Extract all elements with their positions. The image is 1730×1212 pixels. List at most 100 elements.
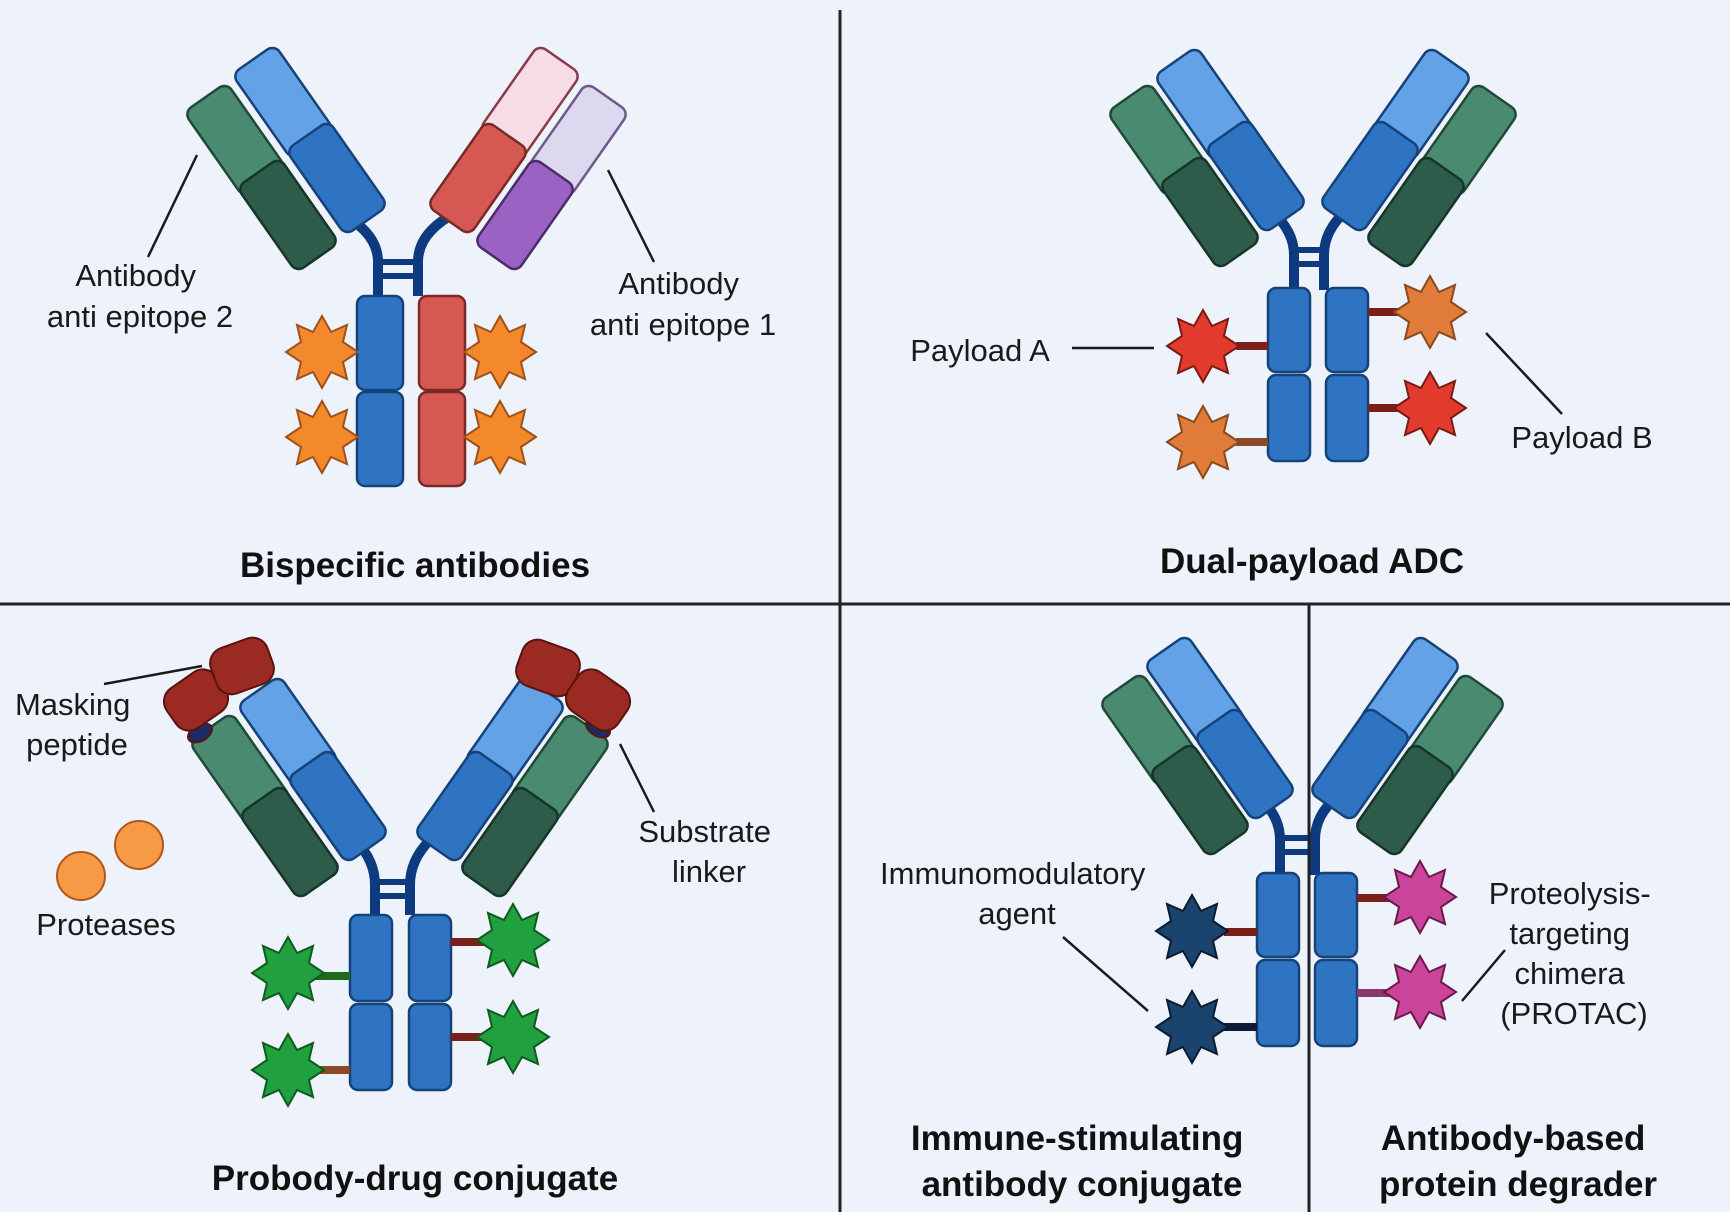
dual-payloads (1166, 275, 1467, 479)
dual-linkers (1236, 308, 1402, 446)
heavy-ch1 (288, 122, 386, 234)
leader-line (606, 169, 656, 263)
masking-peptides (162, 636, 632, 744)
protac-label-line2: targeting (1509, 916, 1630, 951)
leader-lines (1062, 936, 1506, 1012)
fc-ch3 (1313, 958, 1359, 1048)
fc-ch3 (407, 1002, 453, 1092)
panel-bispecific: Antibody anti epitope 2 Antibody anti ep… (47, 46, 776, 585)
payload-b-star (1166, 405, 1240, 479)
probody-linkers (314, 938, 486, 1074)
immune-title: Immune-stimulating antibody conjugate (911, 1119, 1253, 1204)
payload-a-star (1393, 371, 1467, 445)
proteases (56, 820, 164, 901)
payload-b-label: Payload B (1511, 420, 1652, 455)
fc-ch2 (348, 913, 394, 1003)
degrader-title-line1: Antibody-based (1381, 1119, 1645, 1158)
fc-ch2 (1255, 871, 1301, 959)
fc-ch2 (1313, 871, 1359, 959)
masking-peptide (564, 668, 632, 732)
immunomodulatory-label: Immunomodulatory agent (880, 856, 1154, 931)
heavy-ch1 (1196, 708, 1294, 820)
bispecific-payloads (285, 315, 537, 474)
leader-line (146, 154, 199, 258)
bispecific-label-left: Antibody anti epitope 2 (47, 258, 233, 334)
agent-label-line2: agent (978, 896, 1056, 931)
fc-ch2 (407, 913, 453, 1003)
probody-title: Probody-drug conjugate (212, 1159, 618, 1198)
leader-lines (103, 664, 656, 813)
dual-payload-antibody (1109, 48, 1517, 463)
heavy-ch1 (1311, 708, 1409, 820)
panel-dual-payload: Payload A Payload B Dual-payload ADC (910, 48, 1653, 581)
leader-line (618, 743, 656, 813)
degrader-title-line2: protein degrader (1379, 1165, 1657, 1204)
payload-star (251, 936, 325, 1010)
degrader-title: Antibody-based protein degrader (1379, 1119, 1657, 1204)
payload-star (476, 903, 550, 977)
light-constant (1356, 744, 1454, 856)
light-constant (1367, 156, 1465, 268)
immunomodulatory-agent-star (1155, 894, 1229, 968)
fc-ch3 (1266, 373, 1312, 463)
fc-ch3 (1255, 958, 1301, 1048)
protac-label: Proteolysis- targeting chimera (PROTAC) (1489, 876, 1660, 1031)
masking-peptide (209, 636, 275, 696)
protac-label-line4: (PROTAC) (1500, 996, 1648, 1031)
protease (114, 820, 164, 870)
immune-title-line2: antibody conjugate (922, 1165, 1243, 1204)
leader-lines (146, 154, 656, 263)
fc-ch2 (355, 294, 405, 392)
leader-line (103, 664, 203, 686)
fc-ch3-alt (417, 390, 467, 488)
immune-title-line1: Immune-stimulating (911, 1119, 1244, 1158)
light-constant (241, 786, 339, 898)
proteases-label: Proteases (36, 907, 176, 942)
immune-payloads (1155, 860, 1457, 1064)
heavy-ch1 (416, 750, 514, 862)
light-constant (239, 159, 337, 271)
substrate-label-line2: linker (672, 854, 746, 889)
fc-ch2 (1324, 286, 1370, 374)
panel-immune-degrader: Immunomodulatory agent Proteolysis- targ… (880, 604, 1660, 1212)
heavy-ch1 (1207, 120, 1305, 232)
protac-label-line3: chimera (1515, 956, 1626, 991)
protease (56, 851, 106, 901)
fc-ch3 (355, 390, 405, 488)
substrate-linker-label: Substrate linker (638, 814, 779, 889)
bispecific-label-left-line1: Antibody (75, 258, 196, 293)
masking-peptide-label: Masking peptide (15, 687, 139, 762)
bispecific-antibody (186, 46, 627, 488)
fc-ch2 (1266, 286, 1312, 374)
payload-a-label: Payload A (910, 333, 1050, 368)
panel-probody: Masking peptide Proteases Substrate link… (15, 636, 779, 1198)
bispecific-label-right: Antibody anti epitope 1 (590, 266, 776, 342)
fc-ch3 (1324, 373, 1370, 463)
payload-star (285, 315, 359, 389)
immunomodulatory-agent-star (1155, 990, 1229, 1064)
payload-b-star (1393, 275, 1467, 349)
split-antibody (1101, 636, 1504, 1048)
bispecific-label-right-line2: anti epitope 1 (590, 307, 776, 342)
agent-label-line1: Immunomodulatory (880, 856, 1146, 891)
protac-label-line1: Proteolysis- (1489, 876, 1651, 911)
payload-star (251, 1033, 325, 1107)
payload-star (285, 400, 359, 474)
light-constant-alt (476, 159, 574, 271)
probody-payloads (251, 903, 550, 1107)
bispecific-title: Bispecific antibodies (240, 546, 590, 585)
immune-linkers (1224, 894, 1390, 1031)
probody-antibody (191, 677, 609, 1092)
hinge (351, 836, 434, 915)
payload-a-star (1166, 309, 1240, 383)
payload-star (463, 315, 537, 389)
payload-star (476, 1000, 550, 1074)
heavy-ch1 (289, 750, 387, 862)
payload-star (463, 400, 537, 474)
leader-line (1062, 936, 1149, 1012)
masking-label-line2: peptide (26, 727, 128, 762)
heavy-ch1-alt (429, 122, 527, 234)
bispecific-label-left-line2: anti epitope 2 (47, 299, 233, 334)
light-constant (461, 786, 559, 898)
